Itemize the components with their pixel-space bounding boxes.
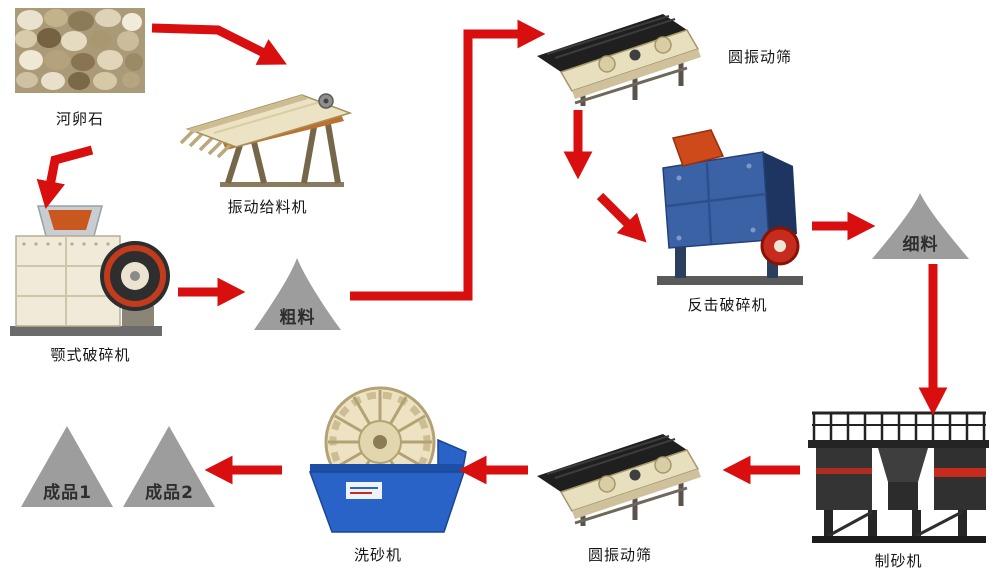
arrow-pebbles-to-feeder: [151, 23, 287, 65]
coarse-pile-label: 粗料: [279, 308, 316, 328]
screen-bottom-node: 圆振动筛: [535, 428, 705, 564]
product-2-label: 成品2: [145, 483, 194, 503]
screen-bottom-label: 圆振动筛: [587, 546, 652, 564]
jaw-crusher-node: 颚式破碎机: [8, 198, 173, 364]
impact-crusher-label: 反击破碎机: [687, 296, 768, 314]
product-1-label: 成品1: [43, 483, 92, 503]
vibrating-feeder-node: 振动给料机: [180, 85, 355, 216]
arrow-to-jaw-crusher: [36, 145, 94, 209]
arrow-into-impact-crusher: [596, 192, 647, 243]
sand-washer-node: 洗砂机: [288, 382, 468, 564]
coarse-pile-shape: [254, 258, 341, 330]
sand-washer-illustration: [308, 386, 467, 533]
fine-pile-node: 细料: [868, 190, 973, 262]
product-1-node: 成品1: [20, 424, 115, 509]
coarse-pile-node: 粗料: [250, 255, 345, 333]
pebbles-node: 河卵石: [15, 8, 145, 128]
fine-pile-shape: [872, 193, 969, 259]
screen-top-illustration: [537, 14, 701, 106]
jaw-crusher-illustration: [10, 205, 170, 336]
screen-bottom-illustration: [537, 434, 701, 526]
sand-maker-illustration: [808, 411, 989, 543]
product-1-shape: [21, 426, 113, 507]
product-2-shape: [123, 426, 215, 507]
sand-maker-label: 制砂机: [874, 552, 923, 570]
vibrating-feeder-label: 振动给料机: [227, 198, 308, 216]
arrow-coarse-to-screen-top: [350, 19, 546, 301]
jaw-crusher-label: 颚式破碎机: [50, 346, 131, 364]
screen-top-node: [535, 8, 705, 110]
impact-crusher-illustration: [657, 129, 803, 285]
sand-maker-node: 制砂机: [806, 402, 991, 570]
pebbles-photo: [15, 8, 145, 93]
screen-top-label: 圆振动筛: [728, 48, 793, 66]
product-2-node: 成品2: [122, 424, 217, 509]
fine-pile-label: 细料: [902, 235, 939, 255]
vibrating-feeder-illustration: [180, 93, 353, 187]
impact-crusher-node: 反击破碎机: [645, 122, 810, 314]
pebbles-label: 河卵石: [55, 110, 104, 128]
sand-washer-label: 洗砂机: [353, 546, 402, 564]
